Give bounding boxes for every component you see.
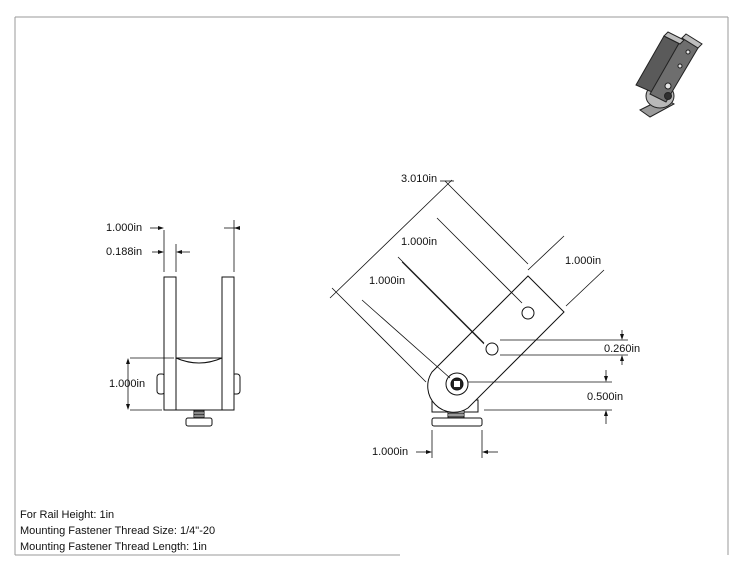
dim-rail-height: 1.000in [109,378,145,390]
side-view-part [427,275,565,427]
dim-hole-spacing-1: 1.000in [401,236,437,248]
dim-width: 1.000in [565,255,601,267]
dim-base-width: 1.000in [372,446,408,458]
note-rail-height: For Rail Height: 1in [20,509,115,521]
drawing-notes: For Rail Height: 1in Mounting Fastener T… [20,507,215,555]
front-view-part [156,276,241,427]
isometric-part-render [635,31,703,118]
sheet-border [14,16,729,556]
dim-hole-offset: 0.260in [604,343,640,355]
dim-hole-spacing-2: 1.000in [369,275,405,287]
note-thread-length: Mounting Fastener Thread Length: 1in [20,541,207,553]
dim-plate-thickness: 0.188in [106,246,142,258]
side-view-arrows [426,334,624,454]
dim-length: 3.010in [401,173,437,185]
dim-overall-width: 1.000in [106,222,142,234]
side-view-dimensions [329,179,628,458]
front-view-arrows [126,226,240,410]
note-thread-size: Mounting Fastener Thread Size: 1/4"-20 [20,525,216,537]
dim-pivot-height: 0.500in [587,391,623,403]
